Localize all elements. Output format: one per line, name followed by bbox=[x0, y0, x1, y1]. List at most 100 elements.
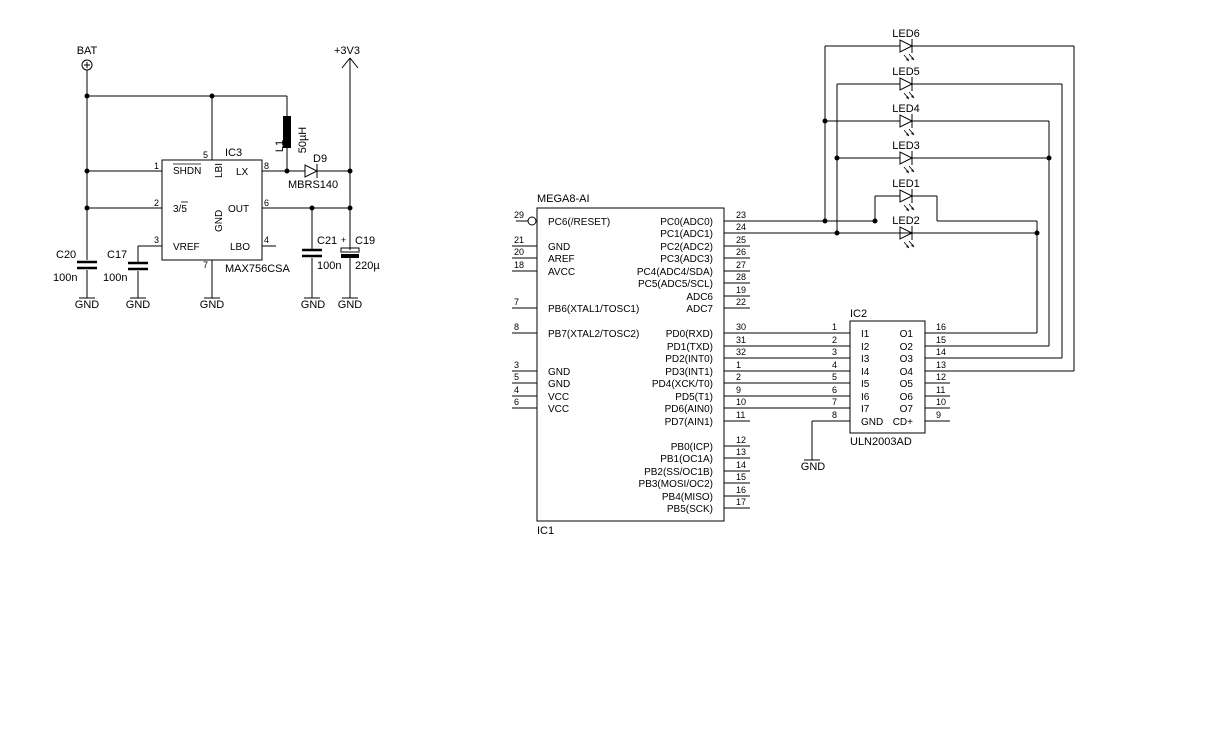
pin-label: GND bbox=[548, 379, 570, 390]
capacitor-c21-icon bbox=[302, 248, 322, 258]
c17-name: C17 bbox=[107, 249, 127, 261]
pin-number: 21 bbox=[514, 235, 524, 245]
ic3-value: MAX756CSA bbox=[225, 263, 290, 275]
capacitor-c17-icon bbox=[128, 261, 148, 271]
ic2-name: IC2 bbox=[850, 308, 867, 320]
pin-label: PC5(ADC5/SCL) bbox=[638, 279, 713, 290]
pin-label: O6 bbox=[900, 392, 914, 403]
ic3-pinnum-4: 4 bbox=[264, 235, 269, 245]
pin-number: 19 bbox=[736, 285, 746, 295]
pin-number: 16 bbox=[736, 485, 746, 495]
ic1-left-pins: 29PC6(/RESET)21GND20AREF18AVCC7PB6(XTAL1… bbox=[512, 210, 639, 415]
pin-number: 4 bbox=[832, 360, 837, 370]
pin-label: O1 bbox=[900, 329, 914, 340]
pin-number: 18 bbox=[514, 260, 524, 270]
pin-label: VCC bbox=[548, 404, 569, 415]
ic3-pinnum-2: 2 bbox=[154, 198, 159, 208]
ic3-pin-sel: 3/5 bbox=[173, 204, 187, 215]
pin-label: O2 bbox=[900, 342, 914, 353]
ic3-pinnum-1: 1 bbox=[154, 161, 159, 171]
pin-label: GND bbox=[861, 417, 883, 428]
diode-d9-icon bbox=[304, 164, 319, 178]
pin-number: 3 bbox=[832, 347, 837, 357]
pin-number: 8 bbox=[832, 410, 837, 420]
led-label: LED4 bbox=[892, 103, 920, 115]
gnd-label: GND bbox=[338, 299, 363, 311]
ic3-pin-lbo: LBO bbox=[230, 242, 250, 253]
gnd-label: GND bbox=[75, 299, 100, 311]
pin-number: 25 bbox=[736, 235, 746, 245]
pin-number: 1 bbox=[736, 360, 741, 370]
pin-number: 9 bbox=[936, 410, 941, 420]
pin-label: CD+ bbox=[893, 417, 913, 428]
pin-number: 10 bbox=[736, 397, 746, 407]
pin-number: 15 bbox=[736, 472, 746, 482]
ic2-value: ULN2003AD bbox=[850, 436, 912, 448]
pin-label: AREF bbox=[548, 254, 575, 265]
capacitor-c20-icon bbox=[77, 260, 97, 270]
pin-label: I6 bbox=[861, 392, 870, 403]
ic3-name: IC3 bbox=[225, 147, 242, 159]
pin-number: 6 bbox=[832, 385, 837, 395]
led-label: LED3 bbox=[892, 140, 920, 152]
pin-number: 32 bbox=[736, 347, 746, 357]
pin-label: O3 bbox=[900, 354, 914, 365]
led-icon bbox=[899, 189, 915, 212]
pin-number: 11 bbox=[736, 410, 745, 420]
c19-value: 220µ bbox=[355, 260, 380, 272]
pin-label: PD6(AIN0) bbox=[665, 404, 713, 415]
ic3-pinnum-3: 3 bbox=[154, 235, 159, 245]
pin-number: 11 bbox=[936, 385, 945, 395]
pin-number: 9 bbox=[736, 385, 741, 395]
ic3-pin-gnd: GND bbox=[214, 210, 225, 232]
pin-label: PB2(SS/OC1B) bbox=[644, 467, 713, 478]
pin-number: 16 bbox=[936, 322, 946, 332]
pin-number: 26 bbox=[736, 247, 746, 257]
gnd-label: GND bbox=[801, 461, 826, 473]
pin-number: 10 bbox=[936, 397, 946, 407]
ic3-pin-out: OUT bbox=[228, 204, 249, 215]
pin-label: PB0(ICP) bbox=[671, 442, 713, 453]
ic2-uln2003: IC2 ULN2003AD 1I12I23I34I45I56I67I78GND … bbox=[801, 308, 950, 473]
ic1-body bbox=[536, 207, 725, 522]
ic3-pinnum-5: 5 bbox=[203, 150, 208, 160]
c19-name: C19 bbox=[355, 235, 375, 247]
pin-label: VCC bbox=[548, 392, 569, 403]
pin-label: PC6(/RESET) bbox=[548, 217, 610, 228]
pin-number: 30 bbox=[736, 322, 746, 332]
pin-label: O7 bbox=[900, 404, 914, 415]
pin-number: 7 bbox=[514, 297, 519, 307]
c19-plus-sign: + bbox=[341, 235, 346, 245]
c20-value: 100n bbox=[53, 272, 77, 284]
pin-number: 4 bbox=[514, 385, 519, 395]
pin-number: 27 bbox=[736, 260, 746, 270]
pin-label: PB7(XTAL2/TOSC2) bbox=[548, 329, 639, 340]
led-label: LED1 bbox=[892, 178, 920, 190]
bat-terminal-icon bbox=[81, 59, 93, 71]
pin-number: 14 bbox=[736, 460, 746, 470]
pin-label: ADC6 bbox=[686, 292, 713, 303]
l1-name: L1 bbox=[274, 140, 286, 152]
pin-label: PC4(ADC4/SDA) bbox=[637, 267, 713, 278]
pin-number: 29 bbox=[514, 210, 524, 220]
pin-label: PC3(ADC3) bbox=[660, 254, 713, 265]
c21-value: 100n bbox=[317, 260, 341, 272]
pin-number: 13 bbox=[936, 360, 946, 370]
pin-number: 2 bbox=[832, 335, 837, 345]
pin-label: PB4(MISO) bbox=[662, 492, 713, 503]
pin-number: 13 bbox=[736, 447, 746, 457]
pin-label: ADC7 bbox=[686, 304, 713, 315]
ic1-value: MEGA8-AI bbox=[537, 193, 590, 205]
d9-value: MBRS140 bbox=[288, 179, 338, 191]
ic1-mega8: MEGA8-AI IC1 29PC6(/RESET)21GND20AREF18A… bbox=[512, 193, 750, 537]
pin-number: 12 bbox=[936, 372, 946, 382]
pin-label: O4 bbox=[900, 367, 914, 378]
pin-number: 28 bbox=[736, 272, 746, 282]
pin-label: PD7(AIN1) bbox=[665, 417, 713, 428]
pin-label: I2 bbox=[861, 342, 870, 353]
mcu-driver-wiring bbox=[750, 332, 850, 422]
